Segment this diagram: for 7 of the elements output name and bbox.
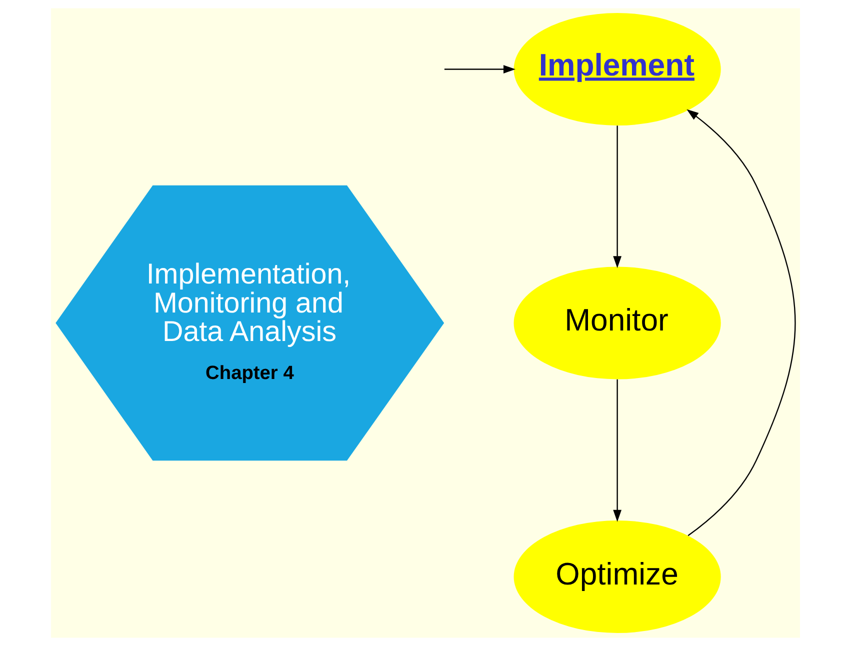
- arrow: [613, 126, 622, 268]
- node-ellipse: Monitor: [514, 266, 721, 380]
- node-ellipse: Implement: [514, 13, 721, 126]
- node-ellipse: Optimize: [514, 520, 721, 633]
- arrow: [613, 379, 622, 522]
- arrow: [686, 109, 796, 536]
- arrow: [444, 65, 516, 74]
